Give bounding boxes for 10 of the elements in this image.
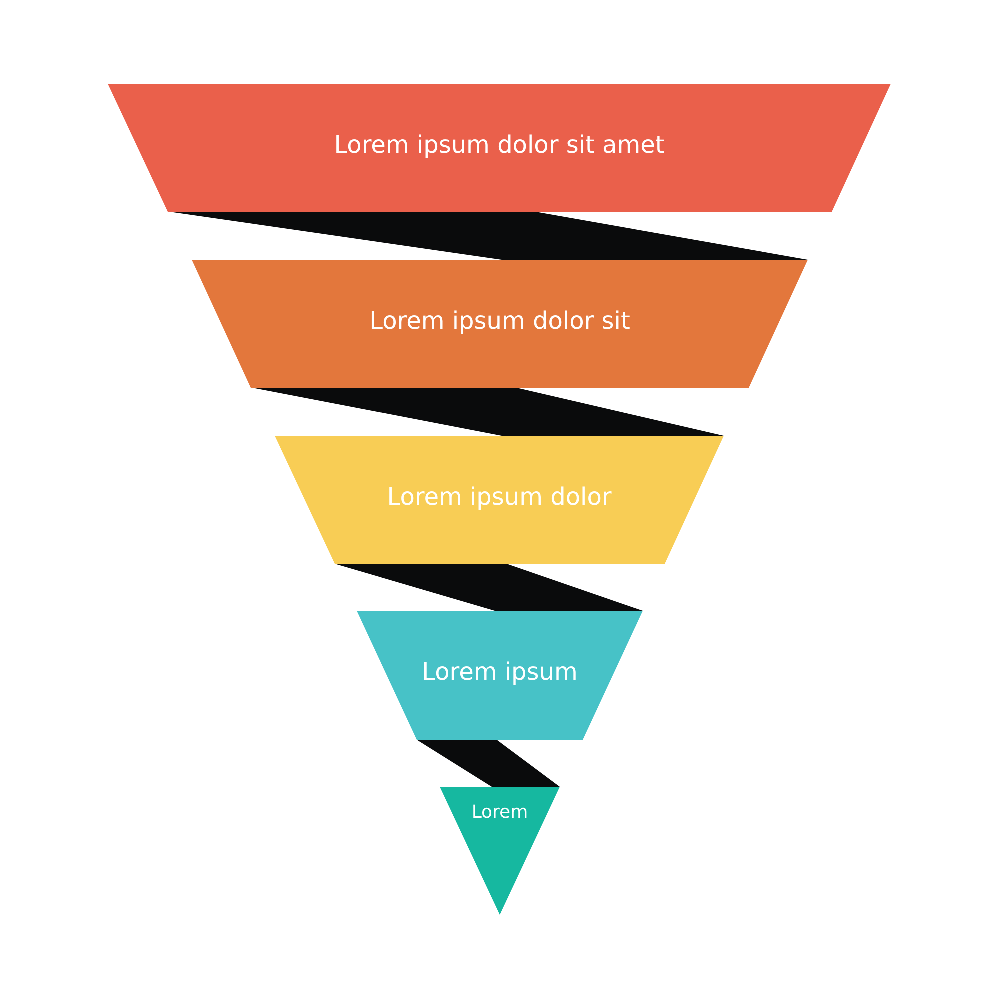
band-label: Lorem ipsum dolor sit amet (334, 130, 665, 160)
funnel-band (357, 611, 643, 740)
funnel-tip-triangle (440, 787, 560, 915)
band-label: Lorem ipsum dolor (387, 482, 612, 512)
funnel-band (275, 436, 724, 564)
band-label: Lorem ipsum (422, 658, 578, 687)
band-label: Lorem (472, 802, 528, 824)
funnel-band (108, 84, 891, 212)
funnel-band (192, 260, 808, 388)
band-label: Lorem ipsum dolor sit (370, 306, 630, 336)
